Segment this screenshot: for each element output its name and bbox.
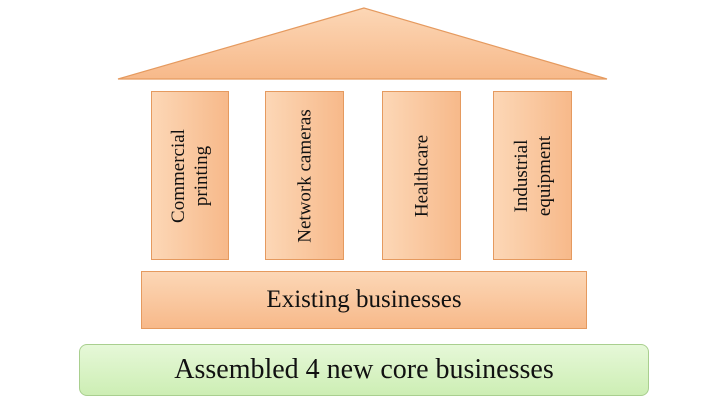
pillar-label: Healthcare (411, 134, 432, 217)
foundation-label: Assembled 4 new core businesses (174, 354, 554, 385)
base-label: Existing businesses (266, 286, 462, 313)
pillar-label: Industrial equipment (510, 135, 555, 216)
pillar-label: Network cameras (294, 108, 315, 243)
pillar-commercial-printing: Commercial printing (151, 91, 229, 260)
pillar-healthcare: Healthcare (382, 91, 461, 260)
pillar-industrial-equipment: Industrial equipment (493, 91, 572, 260)
roof-triangle (117, 7, 608, 80)
base-existing-businesses: Existing businesses (141, 271, 587, 329)
foundation-banner: Assembled 4 new core businesses (79, 344, 649, 396)
roof-shape (117, 7, 608, 80)
pillar-label: Commercial printing (168, 128, 212, 223)
pillar-network-cameras: Network cameras (265, 91, 344, 260)
